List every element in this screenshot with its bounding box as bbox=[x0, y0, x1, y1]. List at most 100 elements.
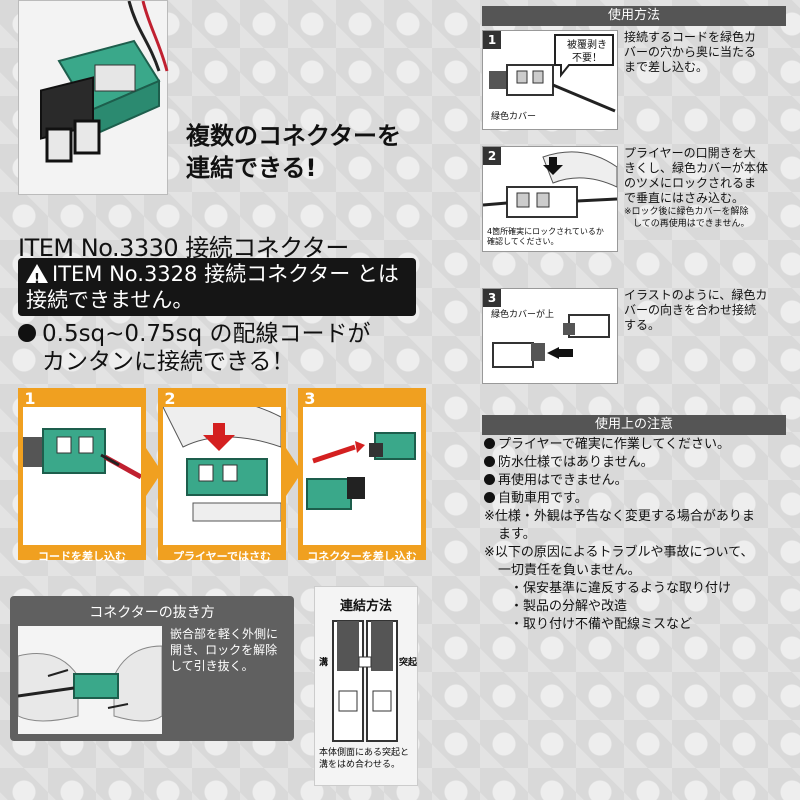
usage-line: のツメにロックされるま bbox=[624, 176, 757, 190]
usage-step-3-text: イラストのように、緑色カ バーの向きを合わせ接続 する。 bbox=[624, 288, 788, 333]
step-number: 1 bbox=[18, 388, 42, 410]
usage-line: で垂直にはさみ込む。 bbox=[624, 191, 745, 205]
step-caption: コードを差し込む bbox=[38, 550, 126, 563]
warning-box: ITEM No.3328 接続コネクター とは 接続できません。 bbox=[18, 258, 416, 316]
product-photo bbox=[18, 0, 169, 195]
step-number: 3 bbox=[298, 388, 322, 410]
usage-header: 使用方法 bbox=[482, 6, 786, 26]
plier-illustration bbox=[163, 407, 281, 522]
step-caption: コネクターを差し込む bbox=[307, 550, 417, 563]
removal-line: 嵌合部を軽く外側に bbox=[170, 627, 279, 641]
usage-step-1-text: 接続するコードを緑色カ バーの穴から奥に当たる まで差し込む。 bbox=[624, 30, 788, 75]
linking-box: 連結方法 溝 突起 本体側面にある突起と 溝をはめ合わせる。 bbox=[314, 586, 418, 786]
bubble-line: 被覆剥き bbox=[567, 40, 607, 51]
bullet-icon bbox=[484, 456, 495, 467]
removal-box: コネクターの抜き方 嵌合部を軽く外側に 開き、ロックを解除 して引き抜く。 bbox=[10, 596, 294, 741]
removal-line: して引き抜く。 bbox=[170, 659, 254, 673]
removal-title: コネクターの抜き方 bbox=[89, 605, 215, 621]
lock-check-note: 4箇所確実にロックされているか 確認してください。 bbox=[487, 227, 604, 247]
caution-text: プライヤーで確実に作業してください。 bbox=[498, 437, 731, 452]
bullet-icon bbox=[484, 438, 495, 449]
wire-line-1: 0.5sq~0.75sq の配線コードが bbox=[18, 320, 371, 348]
step-3: 3 コネクターを差し込む bbox=[298, 388, 426, 563]
usage-step-3-illustration bbox=[492, 314, 610, 368]
usage-line: まで差し込む。 bbox=[624, 60, 709, 74]
warning-icon bbox=[26, 264, 48, 293]
usage-step-3: 3 緑色カバーが上 bbox=[482, 288, 618, 384]
caution-text: 再使用はできません。 bbox=[498, 473, 628, 488]
bubble-text: 被覆剥き 不要！ bbox=[567, 39, 607, 65]
lock-check-line: 確認してください。 bbox=[487, 237, 559, 246]
usage-step-number: 2 bbox=[483, 147, 501, 165]
usage-step-number: 3 bbox=[483, 289, 501, 307]
usage-line: きくし、緑色カバーが本体 bbox=[624, 161, 769, 175]
linking-desc-line: 本体側面にある突起と bbox=[319, 748, 410, 758]
connector-illustration bbox=[40, 0, 169, 163]
caution-note: ※仕様・外観は予告なく変更する場合がありま bbox=[484, 509, 755, 524]
usage-step-2-text: プライヤーの口開きを大 きくし、緑色カバーが本体 のツメにロックされるま で垂直… bbox=[624, 146, 788, 230]
usage-step-1-illustration bbox=[489, 34, 616, 113]
usage-line: バーの穴から奥に当たる bbox=[624, 45, 757, 59]
wire-spec: 0.5sq~0.75sq の配線コードが カンタンに接続できる！ bbox=[18, 320, 371, 376]
usage-note: ※ロック後に緑色カバーを解除 bbox=[624, 207, 749, 217]
usage-step-2-illustration bbox=[482, 151, 618, 218]
usage-step-number: 1 bbox=[483, 31, 501, 49]
caution-subitem: ・取り付け不備や配線ミスなど bbox=[510, 617, 693, 632]
usage-step-2: 2 4箇所確実にロックされているか 確認してください。 bbox=[482, 146, 618, 252]
wire-text-2: カンタンに接続できる！ bbox=[42, 349, 295, 375]
warning-text-2: 接続できません。 bbox=[26, 288, 194, 312]
catch-line-2: 連結できる! bbox=[186, 154, 317, 182]
caution-header: 使用上の注意 bbox=[482, 415, 786, 435]
linking-illustration bbox=[332, 620, 398, 742]
caution-subitem: ・保安基準に違反するような取り付け bbox=[510, 581, 732, 596]
caution-item: 自動車用です。 bbox=[484, 490, 796, 508]
usage-line: イラストのように、緑色カ bbox=[624, 288, 768, 302]
caution-text: 自動車用です。 bbox=[498, 491, 588, 506]
usage-line: 接続するコードを緑色カ bbox=[624, 30, 757, 44]
lock-check-line: 4箇所確実にロックされているか bbox=[487, 227, 604, 236]
caution-list: プライヤーで確実に作業してください。 防水仕様ではありません。 再使用はできませ… bbox=[484, 436, 796, 634]
usage-line: する。 bbox=[624, 318, 661, 332]
caution-subitem: ・製品の分解や改造 bbox=[510, 599, 628, 614]
wire-text-1: 0.5sq~0.75sq の配線コードが bbox=[42, 321, 371, 347]
insert-cord-illustration bbox=[23, 428, 141, 480]
step-image bbox=[163, 407, 281, 545]
steps-strip: 1 コードを差し込む 2 プライヤーではさむ bbox=[18, 388, 426, 566]
step-number: 2 bbox=[158, 388, 182, 410]
caution-item: 防水仕様ではありません。 bbox=[484, 454, 796, 472]
step-image bbox=[23, 407, 141, 545]
warning-line-1: ITEM No.3328 接続コネクター とは bbox=[26, 261, 408, 293]
caution-note: 一切責任を負いません。 bbox=[498, 563, 641, 578]
caution-item: プライヤーで確実に作業してください。 bbox=[484, 436, 796, 454]
bubble-line: 不要！ bbox=[572, 53, 602, 64]
warning-text-1: ITEM No.3328 接続コネクター とは bbox=[52, 262, 399, 286]
removal-photo bbox=[17, 626, 163, 734]
groove-label: 溝 bbox=[319, 658, 329, 668]
protrusion-label: 突起 bbox=[399, 658, 418, 668]
catch-line-1: 複数のコネクターを bbox=[186, 122, 402, 150]
step-2: 2 プライヤーではさむ bbox=[158, 388, 286, 563]
linking-title: 連結方法 bbox=[339, 599, 392, 614]
item-title: ITEM No.3330 接続コネクター bbox=[18, 234, 349, 262]
join-connector-illustration bbox=[306, 432, 416, 510]
linking-desc: 本体側面にある突起と 溝をはめ合わせる。 bbox=[319, 747, 417, 771]
step-image bbox=[303, 407, 421, 545]
step-1: 1 コードを差し込む bbox=[18, 388, 146, 563]
usage-step-1: 1 被覆剥き 不要！ 緑色カバー bbox=[482, 30, 618, 130]
bullet-icon bbox=[484, 492, 495, 503]
green-cover-top-label: 緑色カバーが上 bbox=[491, 307, 555, 320]
hands-illustration bbox=[17, 645, 163, 722]
usage-line: バーの向きを合わせ接続 bbox=[624, 303, 757, 317]
caution-note: ※以下の原因によるトラブルや事故について、 bbox=[484, 545, 754, 560]
removal-text: 嵌合部を軽く外側に 開き、ロックを解除 して引き抜く。 bbox=[170, 626, 290, 674]
linking-desc-line: 溝をはめ合わせる。 bbox=[319, 760, 401, 770]
caution-item: 再使用はできません。 bbox=[484, 472, 796, 490]
caution-text: 防水仕様ではありません。 bbox=[498, 455, 654, 470]
catchphrase: 複数のコネクターを 連結できる! bbox=[186, 120, 401, 184]
usage-note: しての再使用はできません。 bbox=[624, 219, 750, 229]
bullet-icon bbox=[18, 324, 36, 342]
removal-line: 開き、ロックを解除 bbox=[170, 643, 278, 657]
bullet-icon bbox=[484, 474, 495, 485]
caution-note: ます。 bbox=[498, 527, 536, 542]
green-cover-label: 緑色カバー bbox=[491, 109, 537, 122]
